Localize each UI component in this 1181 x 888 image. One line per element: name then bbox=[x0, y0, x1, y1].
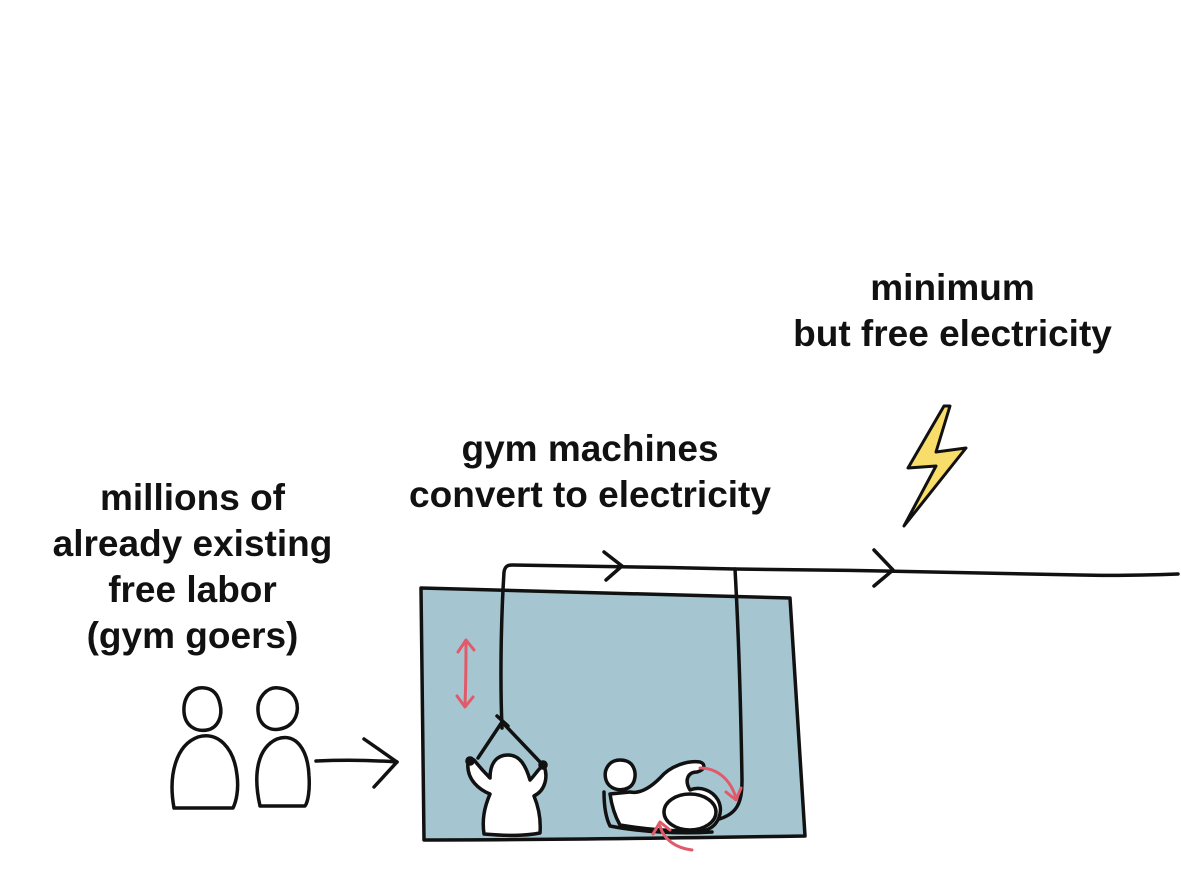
power-line bbox=[733, 567, 1180, 578]
arrow-right-icon bbox=[872, 548, 895, 588]
bike-seat bbox=[602, 790, 714, 835]
arrow-right-icon bbox=[362, 737, 399, 789]
pulldown-cable bbox=[476, 714, 542, 764]
arrow-right-icon bbox=[314, 758, 399, 764]
label-line: already existing bbox=[52, 523, 333, 564]
label-line: convert to electricity bbox=[409, 474, 771, 515]
arrow-right-icon bbox=[602, 550, 624, 582]
person-icon bbox=[170, 686, 240, 810]
bike-wheel bbox=[662, 792, 718, 832]
label-machines: gym machines convert to electricity bbox=[380, 426, 800, 518]
person-icon bbox=[255, 686, 311, 808]
label-line: millions of bbox=[100, 477, 285, 518]
power-wire bbox=[499, 563, 744, 824]
label-line: free labor bbox=[108, 569, 277, 610]
label-line: but free electricity bbox=[793, 313, 1112, 354]
motion-arrow-icon bbox=[698, 766, 743, 802]
label-line: minimum bbox=[870, 267, 1035, 308]
label-electricity: minimum but free electricity bbox=[765, 265, 1140, 357]
grip-icon bbox=[465, 756, 548, 770]
motion-arrow-icon bbox=[455, 638, 476, 709]
label-line: (gym goers) bbox=[86, 615, 299, 656]
lightning-bolt-icon bbox=[902, 404, 968, 528]
person-icon bbox=[466, 753, 548, 838]
label-line: gym machines bbox=[461, 428, 719, 469]
motion-arrow-icon bbox=[651, 820, 694, 852]
label-labor: millions of already existing free labor … bbox=[30, 475, 355, 659]
